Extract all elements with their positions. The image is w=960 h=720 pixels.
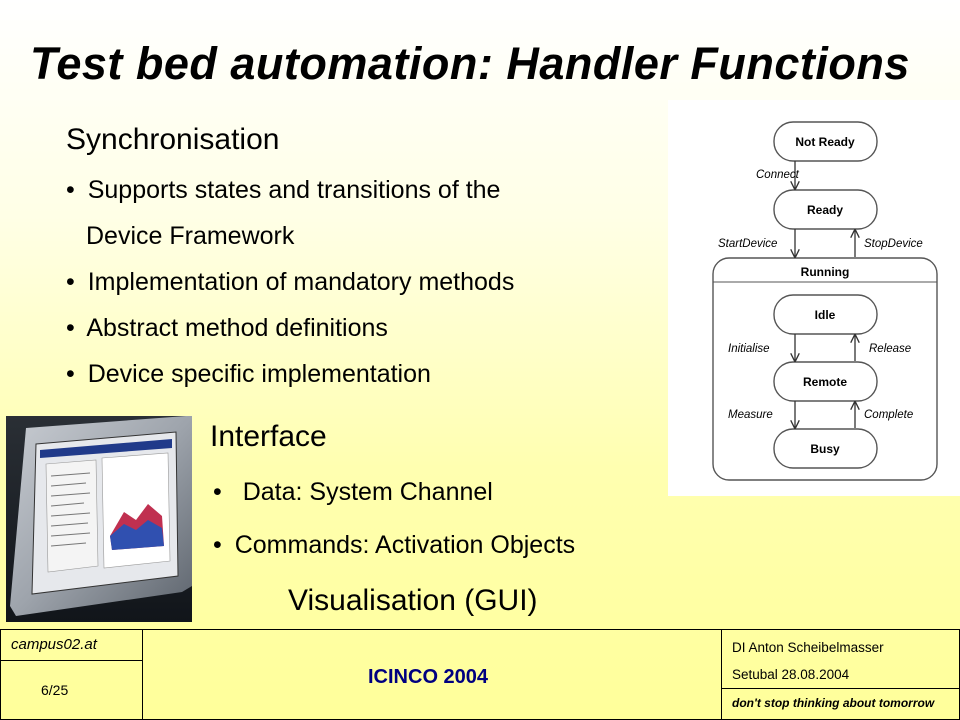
state-not-ready-label: Not Ready — [795, 135, 855, 149]
transition-connect-label: Connect — [756, 169, 800, 181]
state-busy-box — [773, 428, 878, 469]
sync-bullet-5: • Device specific implementation — [66, 360, 431, 389]
footer: campus02.at 6/25 ICINCO 2004 DI Anton Sc… — [0, 629, 960, 720]
state-diagram: Not Ready Ready Running Idle Remote Busy… — [668, 100, 960, 496]
bullet-marker: • — [66, 314, 75, 342]
interface-bullet-2: • Commands: Activation Objects — [213, 531, 575, 560]
interface-heading: Interface — [210, 420, 327, 453]
state-remote-box — [773, 361, 878, 402]
page-number: 6/25 — [41, 682, 69, 698]
sync-bullet-3: • Implementation of mandatory methods — [66, 268, 514, 297]
bullet-marker: • — [213, 531, 222, 559]
state-running-label: Running — [801, 265, 850, 279]
state-idle-label: Idle — [815, 308, 836, 322]
sync-line-5: Device specific implementation — [87, 360, 431, 388]
sync-line-1: Supports states and transitions of the — [87, 176, 501, 204]
footer-site: campus02.at — [11, 636, 97, 653]
monitor-image — [6, 416, 192, 622]
sync-heading: Synchronisation — [66, 123, 280, 156]
sync-bullet-1: • Supports states and transitions of the — [66, 176, 500, 205]
place-date: Setubal 28.08.2004 — [732, 667, 850, 682]
state-busy-label: Busy — [810, 442, 840, 456]
transition-release-label: Release — [869, 343, 911, 355]
state-ready-label: Ready — [807, 203, 843, 217]
transition-start-device-label: StartDevice — [718, 238, 777, 250]
footer-right-divider — [722, 688, 959, 689]
sync-line-3: Implementation of mandatory methods — [87, 268, 515, 296]
sync-line-4: Abstract method definitions — [86, 314, 388, 342]
state-not-ready-box — [773, 121, 878, 162]
sync-bullet-4: • Abstract method definitions — [66, 314, 388, 343]
gui-heading: Visualisation (GUI) — [288, 584, 538, 617]
bullet-marker: • — [66, 360, 75, 388]
transition-measure-label: Measure — [728, 409, 773, 421]
bullet-marker: • — [213, 478, 222, 506]
footer-left-box: campus02.at 6/25 — [0, 629, 143, 720]
sync-line-2: Device Framework — [86, 222, 295, 250]
slide-title: Test bed automation: Handler Functions — [30, 38, 910, 89]
transition-complete-label: Complete — [864, 409, 913, 421]
state-ready-box — [773, 189, 878, 230]
bullet-marker: • — [66, 176, 75, 204]
bullet-marker: • — [66, 268, 75, 296]
state-remote-label: Remote — [803, 375, 847, 389]
footer-middle-box: ICINCO 2004 — [142, 629, 722, 720]
interface-item-1: Data: System Channel — [242, 478, 493, 506]
interface-bullet-1: • Data: System Channel — [213, 478, 493, 507]
slogan: don't stop thinking about tomorrow — [732, 696, 935, 710]
transition-initialise-label: Initialise — [728, 343, 770, 355]
author-name: DI Anton Scheibelmasser — [732, 640, 884, 655]
interface-item-2: Commands: Activation Objects — [234, 531, 576, 559]
state-idle-box — [773, 294, 878, 335]
conference-name: ICINCO 2004 — [368, 666, 489, 688]
footer-right-box: DI Anton Scheibelmasser Setubal 28.08.20… — [721, 629, 960, 720]
footer-left-divider — [1, 660, 142, 661]
transition-stop-device-label: StopDevice — [864, 238, 923, 250]
